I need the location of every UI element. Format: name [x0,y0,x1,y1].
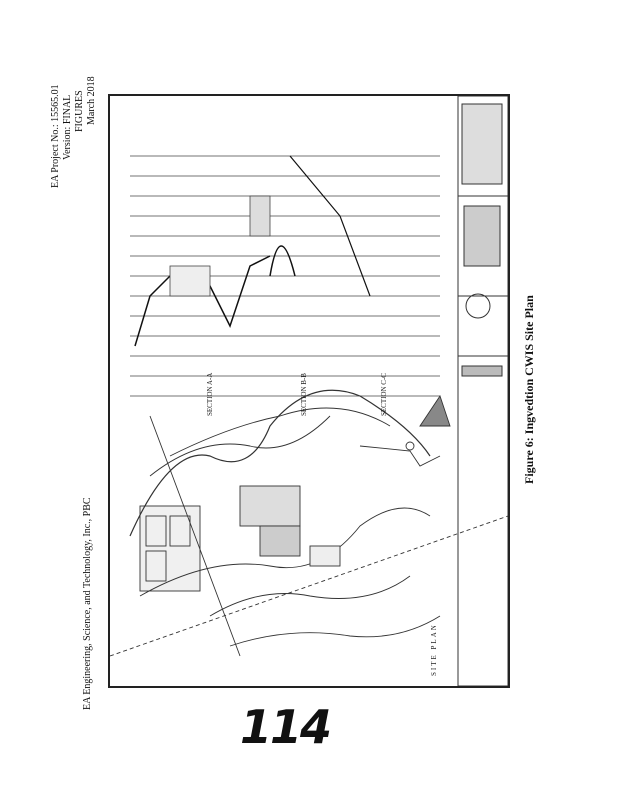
site-plan-drawing: SECTION A-A SECTION B-B SECTION C-C SITE… [108,94,510,688]
title-block [457,96,508,686]
site-plan [110,389,508,657]
company-name: EA Engineering, Science, and Technology,… [82,497,93,710]
header-version: Version: FINAL [62,94,73,160]
section-a-label: SECTION A-A [206,372,214,416]
header-section: FIGURES [74,90,85,132]
figure-caption: Figure 6: Ingvedtion CWIS Site Plan [522,295,536,484]
header-date: March 2018 [86,76,97,125]
section-profiles [130,155,440,397]
section-b-label: SECTION B-B [300,373,308,416]
site-plan-graphic [110,96,508,686]
page-number: 114 [240,700,332,754]
plan-title-label: SITE PLAN [430,623,438,676]
header-project-no: EA Project No.: 15565.01 [50,84,61,188]
section-c-label: SECTION C-C [380,373,388,416]
section-a-lines [130,155,440,397]
